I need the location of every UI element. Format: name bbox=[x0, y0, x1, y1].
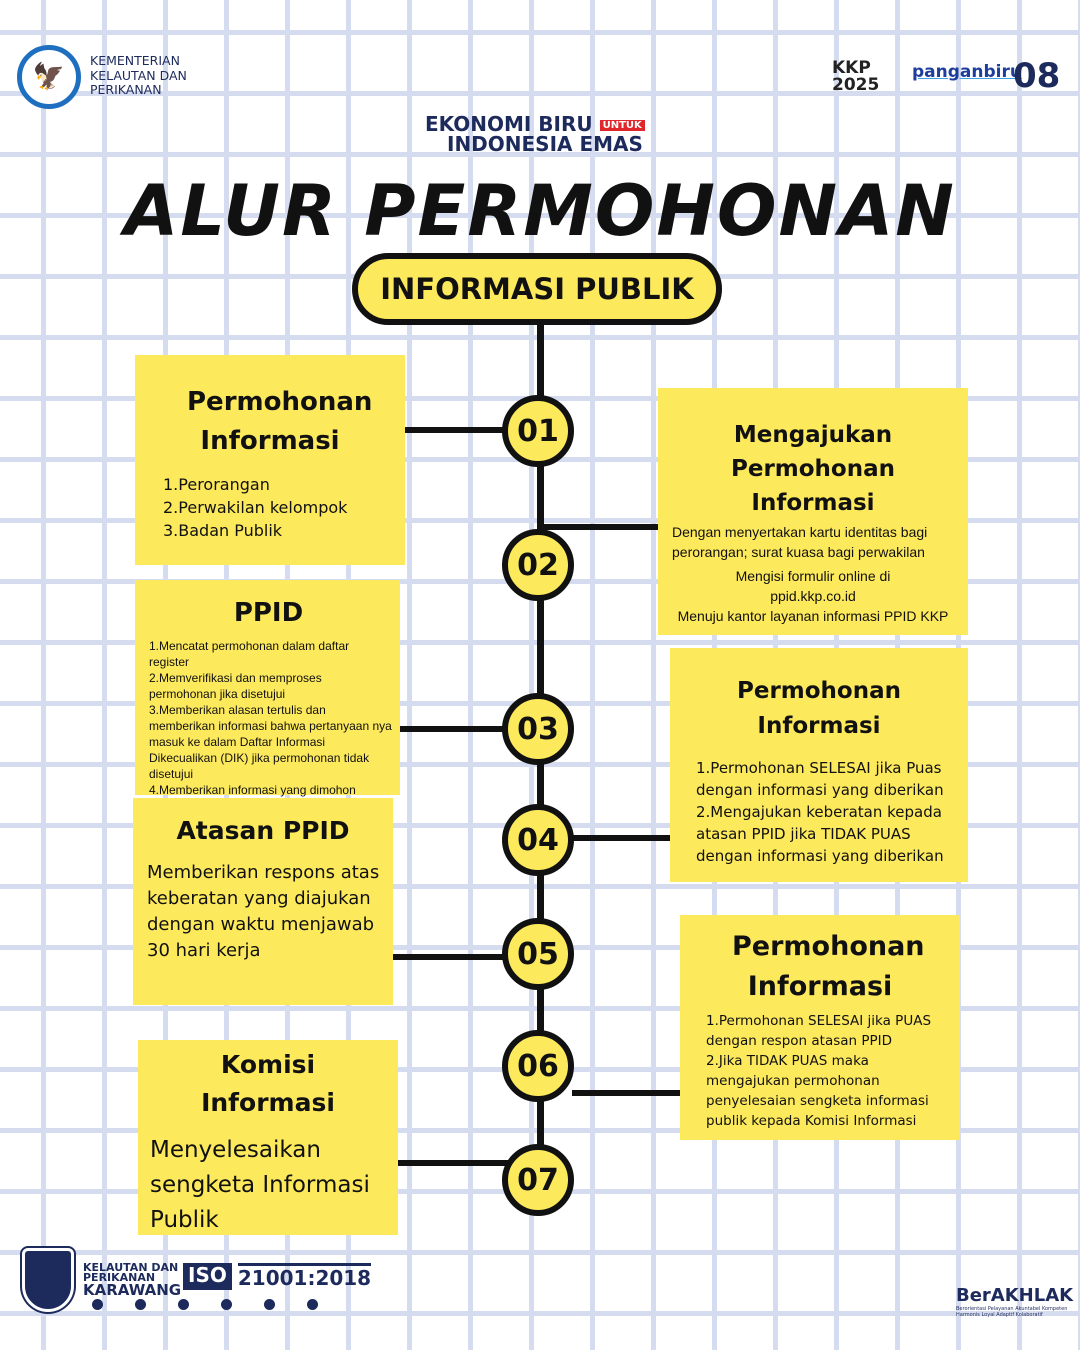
subtitle-pill: INFORMASI PUBLIK bbox=[352, 253, 722, 325]
step-number: 02 bbox=[502, 529, 574, 601]
connector bbox=[390, 954, 508, 960]
social-icons bbox=[92, 1299, 318, 1310]
step-3-card: PPID 1.Mencatat permohonan dalam daftar … bbox=[135, 580, 400, 797]
page-title: ALUR PERMOHONAN bbox=[124, 170, 956, 252]
step-2-card: Mengajukan Permohonan Informasi Dengan m… bbox=[658, 388, 968, 635]
youtube-icon[interactable] bbox=[264, 1299, 275, 1310]
step-7-card: Komisi Informasi Menyelesaikan sengketa … bbox=[138, 1040, 398, 1235]
karawang-shield-logo bbox=[22, 1248, 74, 1312]
panganbiru-logo: panganbiru bbox=[912, 62, 1022, 82]
connector bbox=[572, 835, 674, 841]
twitter-icon[interactable] bbox=[178, 1299, 189, 1310]
instagram-icon[interactable] bbox=[92, 1299, 103, 1310]
step-number: 05 bbox=[502, 918, 574, 990]
step-number: 07 bbox=[502, 1144, 574, 1216]
step-number: 01 bbox=[502, 395, 574, 467]
connector bbox=[398, 726, 508, 732]
step-5-card: Atasan PPID Memberikan respons atas kebe… bbox=[133, 798, 393, 1005]
connector bbox=[540, 524, 660, 530]
step-6-card: Permohonan Informasi 1.Permohonan SELESA… bbox=[680, 915, 960, 1140]
email-icon[interactable] bbox=[307, 1299, 318, 1310]
step-number: 03 bbox=[502, 693, 574, 765]
tagline: EKONOMI BIRU UNTUK INDONESIA EMAS bbox=[425, 112, 645, 156]
ministry-logo: 🦅 bbox=[17, 45, 81, 109]
berakhlak-logo: BerAKHLAK Berorientasi Pelayanan Akuntab… bbox=[956, 1285, 1074, 1318]
phone-icon[interactable] bbox=[221, 1299, 232, 1310]
facebook-icon[interactable] bbox=[135, 1299, 146, 1310]
connector bbox=[396, 1160, 508, 1166]
step-4-card: Permohonan Informasi 1.Permohonan SELESA… bbox=[670, 648, 968, 882]
08-logo: 08 bbox=[1013, 56, 1061, 96]
connector bbox=[403, 427, 508, 433]
connector bbox=[572, 1090, 682, 1096]
step-number: 06 bbox=[502, 1030, 574, 1102]
step-number: 04 bbox=[502, 804, 574, 876]
kkp-2025-logo: KKP 2025 bbox=[832, 58, 880, 95]
